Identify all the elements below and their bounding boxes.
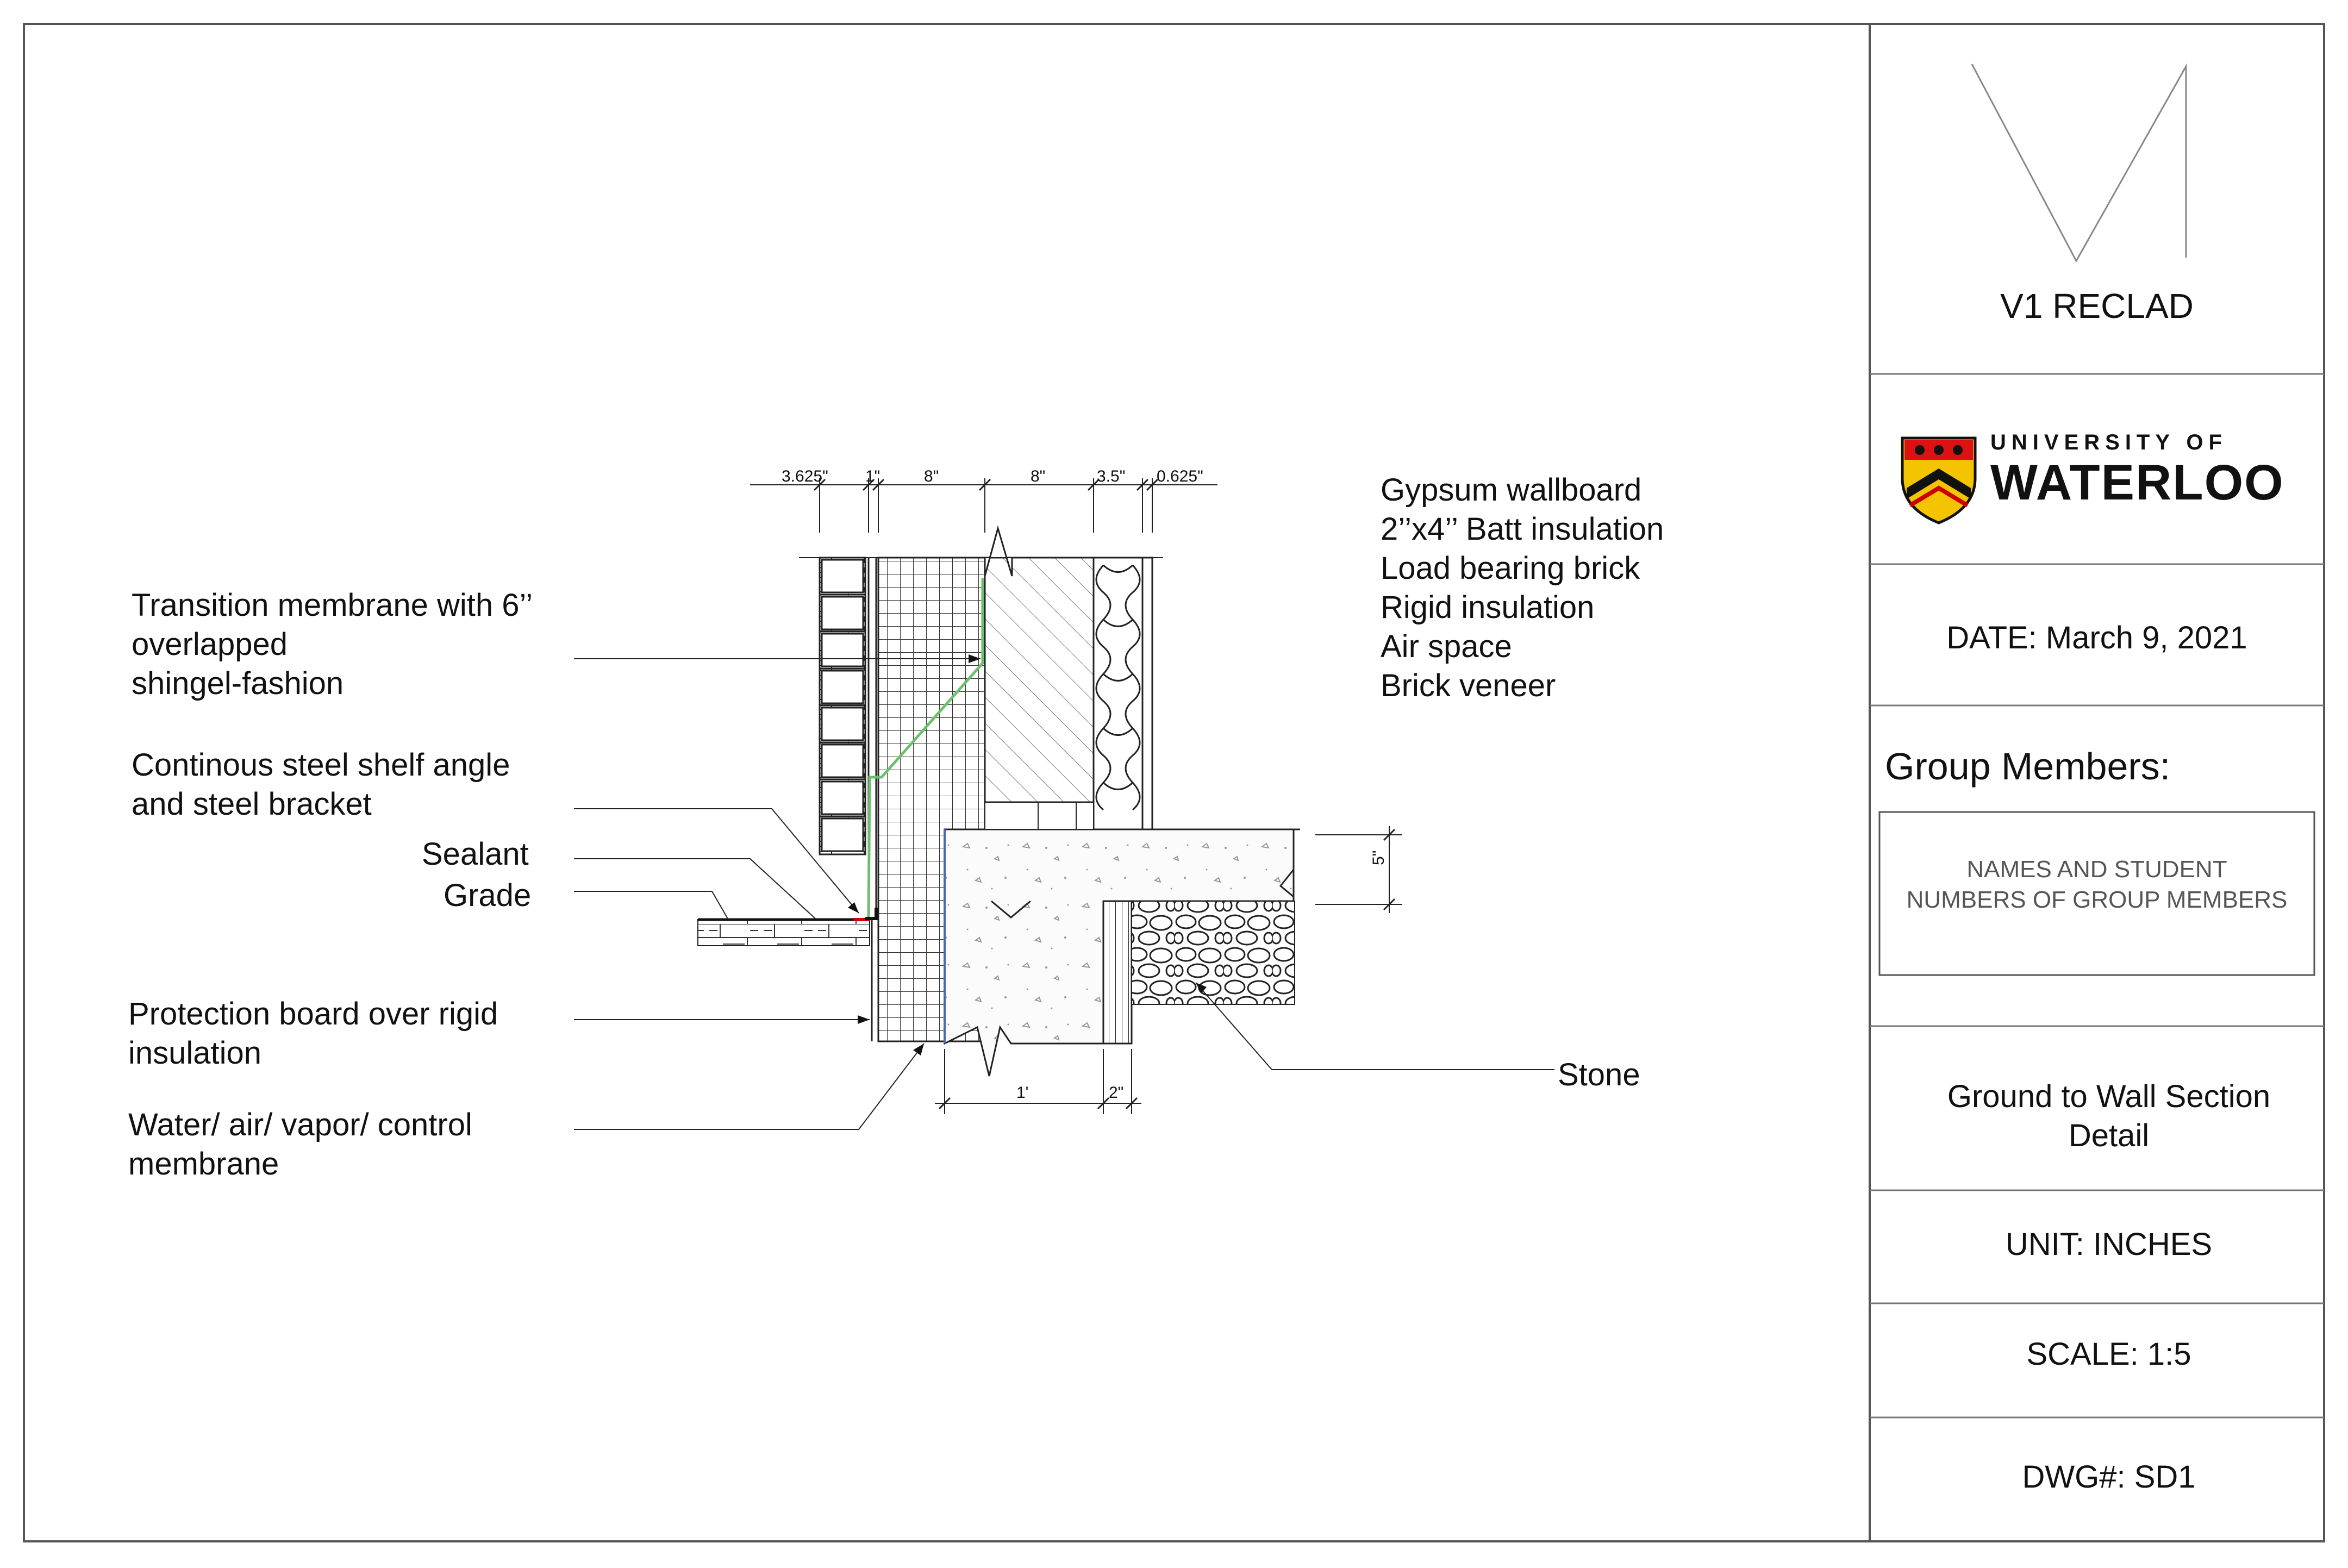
project-title: V1 RECLAD: [2000, 286, 2194, 326]
layer-air-space: Air space: [1381, 629, 1512, 664]
scale-field: SCALE: 1:5: [2026, 1336, 2191, 1372]
dim-top-1: 3.625": [782, 467, 828, 485]
dim-top-6: 0.625": [1157, 467, 1203, 485]
layer-rigid-insulation: Rigid insulation: [1381, 590, 1595, 625]
dim-slab: 5": [1370, 851, 1388, 865]
layer-batt-insulation: 2’’x4’’ Batt insulation: [1381, 511, 1664, 547]
group-members-heading: Group Members:: [1885, 745, 2171, 788]
v1-logo-icon: [1971, 63, 2187, 263]
stone-fill: [1131, 901, 1295, 1005]
date-field: DATE: March 9, 2021: [1946, 620, 2247, 655]
dim-footing: 1': [1016, 1084, 1028, 1102]
university-line-2: WATERLOO: [1990, 455, 2284, 510]
dim-small: 2": [1109, 1084, 1123, 1102]
label-sealant: Sealant: [422, 836, 529, 872]
batt-insulation: [1092, 557, 1144, 833]
dim-top-2: 1": [865, 467, 880, 485]
group-members-placeholder: NAMES AND STUDENT NUMBERS OF GROUP MEMBE…: [1906, 856, 2288, 913]
label-grade: Grade: [444, 878, 532, 913]
drawing-number: DWG#: SD1: [2022, 1459, 2196, 1495]
layer-gypsum-wallboard: Gypsum wallboard: [1381, 472, 1642, 508]
shelf-angle: [865, 908, 878, 920]
top-dimension-line: [750, 478, 1217, 533]
university-line-1: UNIVERSITY OF: [1990, 430, 2227, 454]
slab-dimension-line: [1315, 826, 1402, 913]
grade-paving: [697, 919, 870, 946]
dim-top-3: 8": [924, 467, 939, 485]
title-block-rows: [1870, 373, 2324, 1419]
leader-arrowheads: [848, 654, 1207, 1055]
leader-lines: [574, 658, 1554, 1130]
load-bearing-brick: [984, 557, 1095, 803]
transition-membrane: [867, 578, 984, 919]
label-shelf-angle: Continous steel shelf angle and steel br…: [132, 747, 510, 822]
label-membrane: Water/ air/ vapor/ control membrane: [128, 1107, 472, 1182]
university-crest-icon: [1901, 436, 1977, 524]
unit-field: UNIT: INCHES: [2005, 1227, 2213, 1262]
gypsum-wallboard: [1141, 557, 1153, 833]
layer-brick-veneer: Brick veneer: [1381, 668, 1556, 703]
dim-top-4: 8": [1031, 467, 1045, 485]
label-stone: Stone: [1558, 1057, 1640, 1092]
layer-load-bearing-brick: Load bearing brick: [1381, 551, 1640, 586]
sheet-border: [23, 23, 2325, 1542]
label-protection-board: Protection board over rigid insulation: [128, 996, 498, 1071]
label-transition-membrane: Transition membrane with 6’’ overlapped …: [132, 588, 533, 701]
group-members-box: [1878, 811, 2315, 976]
perimeter-insulation: [1102, 900, 1133, 1045]
drawing-title: Ground to Wall Section Detail: [1947, 1079, 2271, 1153]
footing-dimension-line: [935, 1049, 1141, 1114]
dim-top-5: 3.5": [1097, 467, 1125, 485]
wall-section-detail: 3.625" 1" 8" 8" 3.5" 0.625" 5" 1' 2": [574, 467, 1554, 1130]
